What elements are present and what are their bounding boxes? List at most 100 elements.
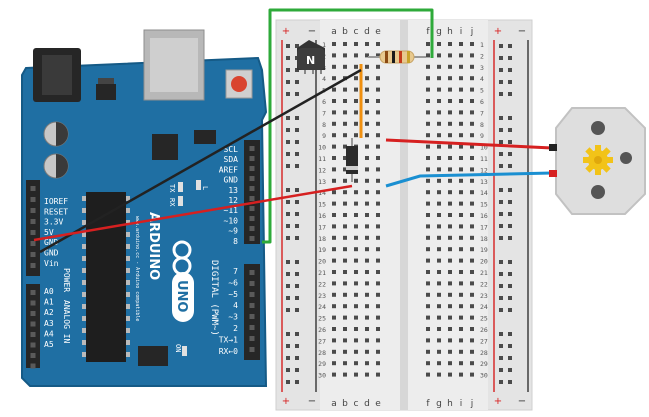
rail-hole[interactable] bbox=[286, 152, 290, 156]
breadboard-hole[interactable] bbox=[354, 201, 358, 206]
breadboard-hole[interactable] bbox=[365, 144, 369, 149]
breadboard-hole[interactable] bbox=[470, 224, 474, 229]
header-hole[interactable] bbox=[249, 303, 255, 308]
breadboard-hole[interactable] bbox=[376, 235, 380, 240]
breadboard-hole[interactable] bbox=[448, 270, 452, 274]
breadboard-hole[interactable] bbox=[343, 235, 347, 240]
breadboard-hole[interactable] bbox=[437, 270, 441, 274]
breadboard-hole[interactable] bbox=[459, 258, 463, 263]
breadboard-hole[interactable] bbox=[448, 281, 452, 286]
breadboard-hole[interactable] bbox=[376, 201, 380, 206]
breadboard-hole[interactable] bbox=[376, 281, 380, 286]
breadboard-hole[interactable] bbox=[437, 349, 441, 354]
breadboard-hole[interactable] bbox=[470, 64, 474, 69]
breadboard-hole[interactable] bbox=[343, 144, 347, 149]
breadboard-hole[interactable] bbox=[343, 292, 347, 297]
breadboard-hole[interactable] bbox=[470, 372, 474, 377]
rail-hole[interactable] bbox=[499, 368, 503, 372]
header-hole[interactable] bbox=[249, 186, 255, 191]
breadboard-hole[interactable] bbox=[470, 133, 474, 138]
rail-hole[interactable] bbox=[295, 260, 299, 264]
breadboard-hole[interactable] bbox=[470, 156, 474, 160]
breadboard-hole[interactable] bbox=[343, 64, 347, 69]
breadboard-hole[interactable] bbox=[332, 53, 336, 58]
breadboard-hole[interactable] bbox=[365, 53, 369, 58]
breadboard-hole[interactable] bbox=[470, 235, 474, 240]
rail-hole[interactable] bbox=[508, 272, 512, 276]
rail-hole[interactable] bbox=[286, 284, 290, 288]
breadboard-hole[interactable] bbox=[365, 372, 369, 377]
breadboard-hole[interactable] bbox=[343, 224, 347, 229]
reset-button-cap[interactable] bbox=[231, 76, 247, 92]
breadboard-hole[interactable] bbox=[343, 42, 347, 46]
breadboard-hole[interactable] bbox=[426, 372, 430, 377]
breadboard-hole[interactable] bbox=[354, 270, 358, 274]
breadboard-hole[interactable] bbox=[343, 338, 347, 343]
breadboard-hole[interactable] bbox=[437, 247, 441, 252]
breadboard-hole[interactable] bbox=[365, 64, 369, 69]
breadboard-hole[interactable] bbox=[343, 327, 347, 331]
rail-hole[interactable] bbox=[508, 140, 512, 144]
breadboard-hole[interactable] bbox=[459, 327, 463, 331]
red-wire-5v[interactable] bbox=[33, 184, 353, 242]
breadboard-hole[interactable] bbox=[332, 99, 336, 103]
breadboard-hole[interactable] bbox=[437, 99, 441, 103]
breadboard-hole[interactable] bbox=[470, 178, 474, 183]
breadboard-hole[interactable] bbox=[470, 110, 474, 115]
breadboard-hole[interactable] bbox=[332, 315, 336, 320]
breadboard-hole[interactable] bbox=[426, 338, 430, 343]
breadboard-hole[interactable] bbox=[376, 224, 380, 229]
breadboard-hole[interactable] bbox=[365, 110, 369, 115]
breadboard-hole[interactable] bbox=[470, 144, 474, 149]
npn-transistor[interactable]: N bbox=[297, 40, 325, 74]
breadboard-hole[interactable] bbox=[470, 338, 474, 343]
breadboard-hole[interactable] bbox=[437, 110, 441, 115]
breadboard-hole[interactable] bbox=[376, 178, 380, 183]
rail-hole[interactable] bbox=[295, 284, 299, 288]
breadboard-hole[interactable] bbox=[437, 281, 441, 286]
breadboard-hole[interactable] bbox=[426, 42, 430, 46]
rail-hole[interactable] bbox=[286, 200, 290, 204]
breadboard-hole[interactable] bbox=[459, 281, 463, 286]
rail-hole[interactable] bbox=[499, 200, 503, 204]
breadboard-hole[interactable] bbox=[437, 133, 441, 138]
header-hole[interactable] bbox=[249, 206, 255, 211]
breadboard-hole[interactable] bbox=[365, 258, 369, 263]
rail-hole[interactable] bbox=[499, 68, 503, 72]
header-hole[interactable] bbox=[30, 300, 36, 306]
breadboard-hole[interactable] bbox=[459, 224, 463, 229]
breadboard-hole[interactable] bbox=[448, 213, 452, 217]
breadboard-hole[interactable] bbox=[365, 315, 369, 320]
rail-hole[interactable] bbox=[295, 332, 299, 336]
breadboard-hole[interactable] bbox=[354, 224, 358, 229]
breadboard-hole[interactable] bbox=[437, 76, 441, 81]
breadboard-hole[interactable] bbox=[448, 64, 452, 69]
breadboard-hole[interactable] bbox=[459, 304, 463, 309]
breadboard-hole[interactable] bbox=[376, 190, 380, 195]
breadboard-hole[interactable] bbox=[332, 167, 336, 172]
rail-hole[interactable] bbox=[508, 224, 512, 228]
breadboard-hole[interactable] bbox=[376, 99, 380, 103]
breadboard-hole[interactable] bbox=[448, 53, 452, 58]
rail-hole[interactable] bbox=[286, 140, 290, 144]
breadboard-hole[interactable] bbox=[437, 258, 441, 263]
breadboard-hole[interactable] bbox=[426, 99, 430, 103]
rail-hole[interactable] bbox=[286, 380, 290, 384]
breadboard-hole[interactable] bbox=[459, 213, 463, 217]
breadboard-hole[interactable] bbox=[332, 178, 336, 183]
breadboard-hole[interactable] bbox=[365, 76, 369, 81]
rail-hole[interactable] bbox=[499, 164, 503, 168]
breadboard-hole[interactable] bbox=[437, 327, 441, 331]
rail-hole[interactable] bbox=[499, 92, 503, 96]
rail-hole[interactable] bbox=[508, 116, 512, 120]
breadboard-hole[interactable] bbox=[470, 270, 474, 274]
breadboard-hole[interactable] bbox=[354, 121, 358, 126]
breadboard-hole[interactable] bbox=[343, 110, 347, 115]
breadboard-hole[interactable] bbox=[365, 247, 369, 252]
rail-hole[interactable] bbox=[286, 80, 290, 84]
rail-hole[interactable] bbox=[508, 128, 512, 132]
breadboard-hole[interactable] bbox=[354, 110, 358, 115]
breadboard-hole[interactable] bbox=[354, 213, 358, 217]
rail-hole[interactable] bbox=[499, 284, 503, 288]
breadboard-hole[interactable] bbox=[459, 247, 463, 252]
